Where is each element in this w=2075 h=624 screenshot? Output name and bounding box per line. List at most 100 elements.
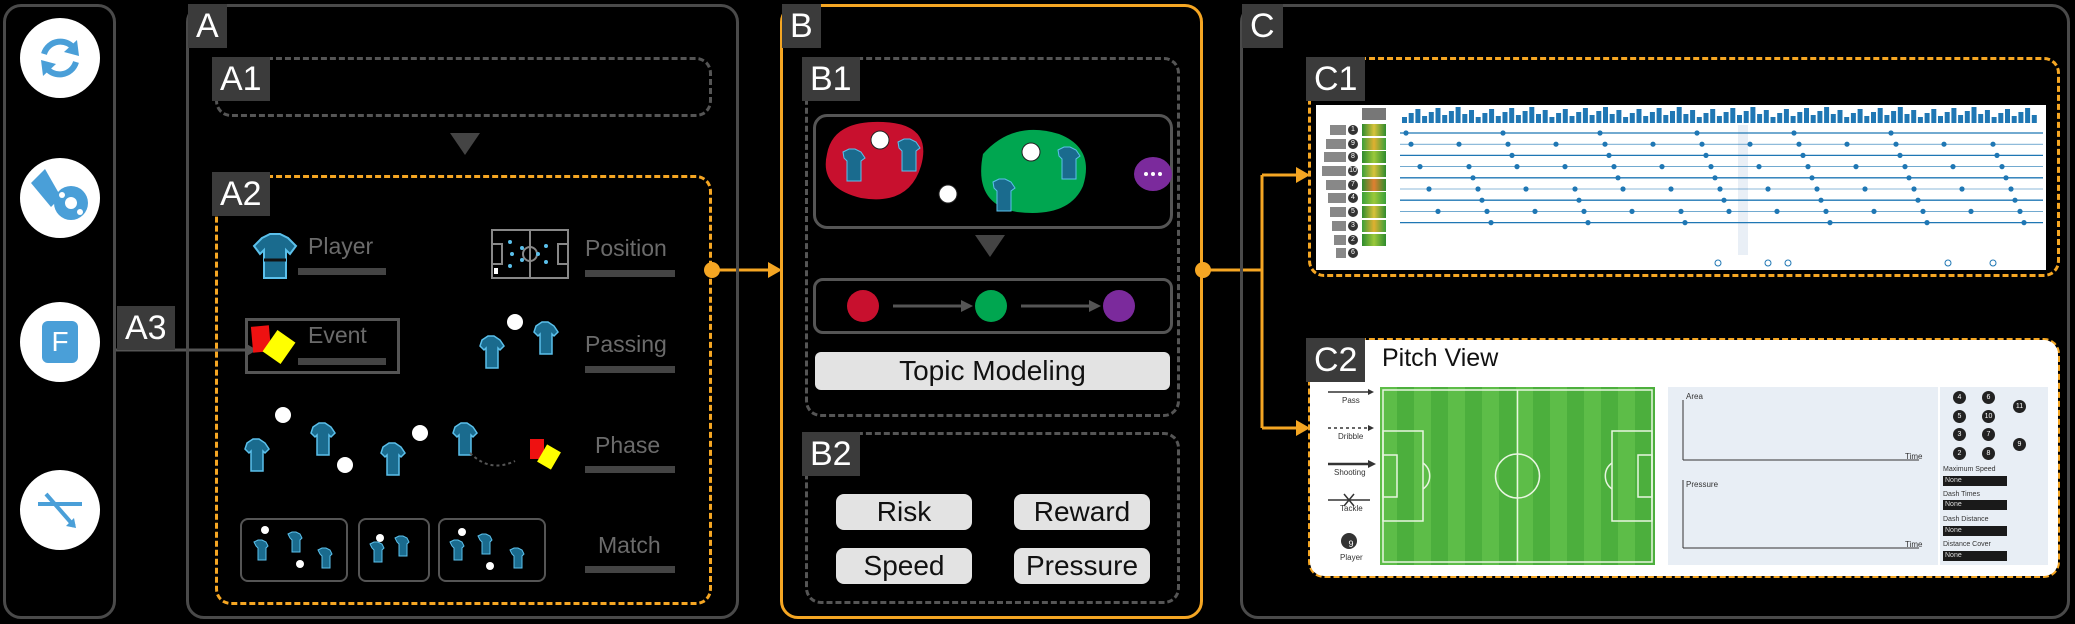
c1-event-dot[interactable] [1915, 197, 1921, 203]
c1-event-dot[interactable] [1668, 186, 1674, 192]
c1-event-dot[interactable] [1911, 186, 1917, 192]
player-number[interactable]: 3 [1953, 428, 1966, 441]
c1-event-dot[interactable] [1694, 130, 1700, 136]
c1-event-dot[interactable] [1809, 175, 1815, 181]
c1-event-dot[interactable] [1774, 208, 1780, 214]
c1-event-dot[interactable] [1475, 186, 1481, 192]
c1-event-dot[interactable] [1500, 130, 1506, 136]
soccer-pitch[interactable] [1380, 387, 1655, 565]
player-number[interactable]: 5 [1953, 410, 1966, 423]
c1-event-dot[interactable] [1941, 141, 1947, 147]
c1-event-dot[interactable] [1615, 175, 1621, 181]
c1-event-dot[interactable] [1823, 208, 1829, 214]
c1-event-dot[interactable] [1800, 152, 1806, 158]
c1-event-dot[interactable] [1659, 164, 1665, 170]
c1-event-dot[interactable] [1924, 220, 1930, 226]
football-kick-icon[interactable] [20, 158, 100, 238]
c1-event-dot[interactable] [1426, 186, 1432, 192]
c1-marker[interactable] [1944, 259, 1952, 267]
c1-event-dot[interactable] [1844, 141, 1850, 147]
pressure-button[interactable]: Pressure [1014, 548, 1150, 584]
c1-event-dot[interactable] [1862, 186, 1868, 192]
c1-event-dot[interactable] [1721, 197, 1727, 203]
c1-event-dot[interactable] [1585, 220, 1591, 226]
c1-event-dot[interactable] [1417, 164, 1423, 170]
c1-event-dot[interactable] [1871, 208, 1877, 214]
c1-event-dot[interactable] [1581, 208, 1587, 214]
c1-selection-band[interactable] [1738, 125, 1748, 255]
c1-event-dot[interactable] [1629, 208, 1635, 214]
pitch-line-icon[interactable] [20, 470, 100, 550]
c1-event-dot[interactable] [1853, 164, 1859, 170]
c1-event-dot[interactable] [1796, 141, 1802, 147]
c1-event-dot[interactable] [2017, 208, 2023, 214]
topic-modeling-button[interactable]: Topic Modeling [815, 352, 1170, 390]
player-number[interactable]: 2 [1953, 447, 1966, 460]
c1-event-dot[interactable] [1408, 141, 1414, 147]
c1-event-dot[interactable] [1765, 186, 1771, 192]
c1-event-dot[interactable] [1562, 164, 1568, 170]
c1-marker[interactable] [1784, 259, 1792, 267]
c1-event-dot[interactable] [1805, 164, 1811, 170]
player-number[interactable]: 4 [1953, 391, 1966, 404]
player-number[interactable]: 9 [2013, 438, 2026, 451]
c1-event-dot[interactable] [1532, 208, 1538, 214]
c1-event-dot[interactable] [1999, 164, 2005, 170]
c1-event-dot[interactable] [1703, 152, 1709, 158]
c1-event-dot[interactable] [1708, 164, 1714, 170]
c1-event-dot[interactable] [1906, 175, 1912, 181]
c1-event-dot[interactable] [1509, 152, 1515, 158]
reward-button[interactable]: Reward [1014, 494, 1150, 530]
c1-marker[interactable] [1989, 259, 1997, 267]
c1-event-dot[interactable] [1726, 208, 1732, 214]
c1-event-dot[interactable] [1920, 208, 1926, 214]
c1-event-dot[interactable] [1523, 186, 1529, 192]
c1-event-dot[interactable] [1606, 152, 1612, 158]
c1-event-dot[interactable] [2003, 175, 2009, 181]
c1-event-dot[interactable] [1602, 141, 1608, 147]
c1-event-dot[interactable] [1572, 186, 1578, 192]
c1-event-dot[interactable] [1576, 197, 1582, 203]
c1-event-dot[interactable] [1484, 208, 1490, 214]
c1-event-dot[interactable] [1470, 175, 1476, 181]
c1-event-dot[interactable] [1712, 175, 1718, 181]
player-number[interactable]: 10 [1982, 410, 1995, 423]
c1-marker[interactable] [1764, 259, 1772, 267]
player-number[interactable]: 6 [1982, 391, 1995, 404]
c1-event-dot[interactable] [1756, 164, 1762, 170]
c1-event-dot[interactable] [1435, 208, 1441, 214]
c1-event-dot[interactable] [2021, 220, 2027, 226]
c1-event-dot[interactable] [1827, 220, 1833, 226]
c1-marker[interactable] [1714, 259, 1722, 267]
c1-event-dot[interactable] [1818, 197, 1824, 203]
c1-event-dot[interactable] [1682, 220, 1688, 226]
c1-event-dot[interactable] [1717, 186, 1723, 192]
c1-event-dot[interactable] [1699, 141, 1705, 147]
c1-event-dot[interactable] [2008, 186, 2014, 192]
c1-event-dot[interactable] [1893, 141, 1899, 147]
c1-event-dot[interactable] [1990, 141, 1996, 147]
c1-event-dot[interactable] [1959, 186, 1965, 192]
c1-event-dot[interactable] [1620, 186, 1626, 192]
c1-event-dot[interactable] [1479, 197, 1485, 203]
c1-event-dot[interactable] [1968, 208, 1974, 214]
c1-event-dot[interactable] [2012, 197, 2018, 203]
c1-event-dot[interactable] [1553, 141, 1559, 147]
c1-event-dot[interactable] [1902, 164, 1908, 170]
c1-event-dot[interactable] [1505, 141, 1511, 147]
c1-event-dot[interactable] [1611, 164, 1617, 170]
c1-event-dot[interactable] [1747, 141, 1753, 147]
player-number[interactable]: 8 [1982, 447, 1995, 460]
c1-event-dot[interactable] [1488, 220, 1494, 226]
c1-event-dot[interactable] [1597, 130, 1603, 136]
c1-event-dot[interactable] [1678, 208, 1684, 214]
c1-event-dot[interactable] [1791, 130, 1797, 136]
c1-event-dot[interactable] [1888, 130, 1894, 136]
c1-event-dot[interactable] [1897, 152, 1903, 158]
risk-button[interactable]: Risk [836, 494, 972, 530]
player-number[interactable]: 7 [1982, 428, 1995, 441]
speed-button[interactable]: Speed [836, 548, 972, 584]
player-number[interactable]: 11 [2013, 400, 2026, 413]
c1-event-dot[interactable] [1403, 130, 1409, 136]
c1-event-dot[interactable] [1650, 141, 1656, 147]
